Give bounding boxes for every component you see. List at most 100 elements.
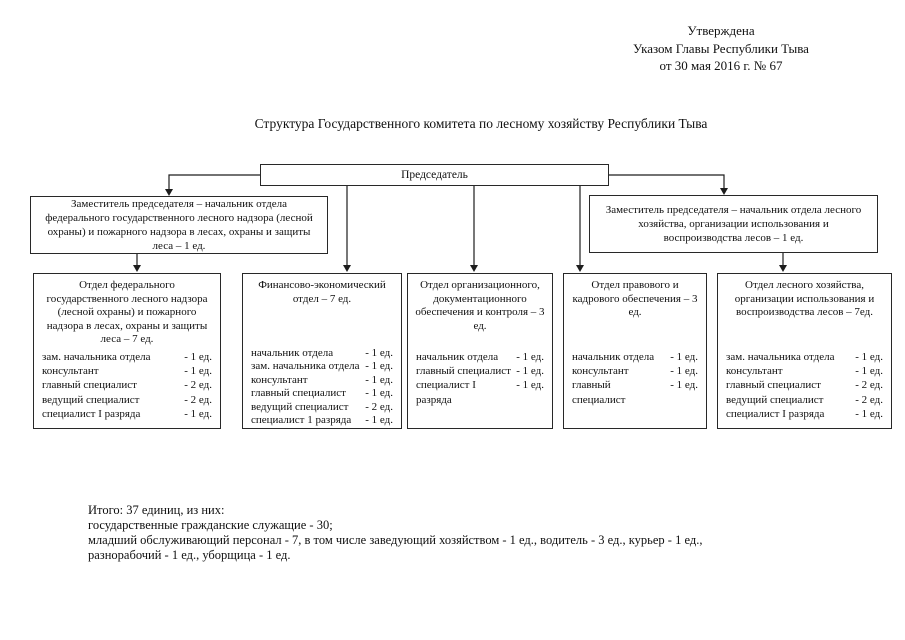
staff-count: - 1 ед. [184,407,212,420]
totals-line: младший обслуживающий персонал - 7, в то… [88,533,703,547]
staff-list: начальник отдела - 1 ед. консультант - 1… [572,350,698,407]
staff-row: специалист I разряда - 1 ед. [726,407,883,421]
dept-box-legal-hr: Отдел правового и кадрового обеспечения … [563,273,707,429]
staff-count: - 1 ед. [365,347,393,359]
arrowhead-icon [720,188,728,195]
staff-role: специалист I разряда [42,407,141,420]
chairman-label: Председатель [401,169,468,181]
staff-count: - 1 ед. [855,351,883,363]
arrowhead-icon [470,265,478,272]
staff-list: зам. начальника отдела - 1 ед. консульта… [42,350,212,421]
staff-count: - 1 ед. [670,351,698,363]
staff-role: специалист 1 разряда [251,414,352,427]
staff-role: зам. начальника отдела [726,351,835,363]
staff-row: специалист I разряда - 1 ед. [42,407,212,421]
approval-line: от 30 мая 2016 г. № 67 [659,58,783,73]
staff-count: - 1 ед. [670,365,698,378]
staff-count: - 1 ед. [184,351,212,363]
staff-row: зам. начальника отдела - 1 ед. [726,350,883,364]
staff-role: начальник отдела [572,351,655,363]
staff-role: ведущий специалист [42,393,140,406]
deputy-label: Заместитель председателя – начальник отд… [605,204,862,244]
approval-line: Указом Главы Республики Тыва [633,40,809,56]
staff-row: главный специалист - 1 ед. [251,387,393,400]
totals-block: Итого: 37 единиц, из них: государственны… [88,503,818,563]
approval-block: Утверждена Указом Главы Республики Тыва … [571,22,871,75]
staff-row: консультант - 1 ед. [726,364,883,378]
staff-row: консультант - 1 ед. [251,374,393,387]
staff-role: главный специалист [251,387,346,400]
staff-role: ведущий специалист [251,400,349,413]
staff-role: ведущий специалист [726,393,824,406]
dept-box-org-documentation-control: Отдел организационного, документационног… [407,273,553,429]
staff-count: - 2 ед. [855,379,883,392]
staff-row: специалист I разряда - 1 ед. [416,378,544,406]
dept-title: Финансово-экономический отдел – 7 ед. [258,279,386,305]
staff-row: ведущий специалист - 2 ед. [726,393,883,407]
staff-count: - 1 ед. [365,360,393,373]
staff-count: - 1 ед. [516,351,544,363]
chairman-box: Председатель [260,164,609,186]
staff-role: главный специалист [572,379,626,406]
dept-box-finance-economic: Финансово-экономический отдел – 7 ед. на… [242,273,402,429]
staff-role: главный специалист [416,365,511,378]
arrowhead-icon [576,265,584,272]
arrowhead-icon [343,265,351,272]
staff-row: главный специалист - 1 ед. [416,364,544,378]
staff-count: - 1 ед. [855,407,883,420]
deputy-box-forestry: Заместитель председателя – начальник отд… [589,195,878,253]
staff-row: начальник отдела - 1 ед. [416,350,544,364]
connector-chairman-to-left-deputy [168,174,260,189]
staff-row: зам. начальника отдела - 1 ед. [42,350,212,364]
staff-count: - 2 ед. [365,400,393,413]
staff-count: - 2 ед. [855,393,883,406]
staff-list: начальник отдела - 1 ед. главный специал… [416,350,544,407]
arrowhead-icon [165,189,173,196]
dept-box-federal-forest-oversight: Отдел федерального государственного лесн… [33,273,221,429]
staff-row: главный специалист - 2 ед. [42,378,212,392]
staff-count: - 1 ед. [855,365,883,378]
staff-row: консультант - 1 ед. [572,364,698,378]
staff-role: консультант [251,373,308,386]
staff-count: - 1 ед. [516,365,544,378]
staff-row: зам. начальника отдела - 1 ед. [251,360,393,373]
staff-role: начальник отдела [416,351,499,363]
staff-count: - 2 ед. [184,379,212,392]
approval-line: Утверждена [687,23,755,38]
staff-count: - 1 ед. [670,379,698,392]
staff-list: начальник отдела - 1 ед. зам. начальника… [251,347,393,427]
arrowhead-icon [133,265,141,272]
deputy-label: Заместитель председателя – начальник отд… [45,198,313,252]
arrowhead-icon [779,265,787,272]
staff-role: главный специалист [726,379,821,392]
staff-role: консультант [42,365,99,378]
dept-box-forestry-reproduction: Отдел лесного хозяйства, организации исп… [717,273,892,429]
totals-line: разнорабочий - 1 ед., уборщица - 1 ед. [88,548,291,562]
staff-role: начальник отдела [251,347,334,359]
dept-title: Отдел федерального государственного лесн… [46,279,208,345]
connector-chairman-to-right-deputy [609,174,725,188]
staff-count: - 1 ед. [516,379,544,392]
staff-count: - 1 ед. [365,387,393,400]
staff-row: главный специалист - 2 ед. [726,378,883,392]
staff-count: - 1 ед. [365,373,393,386]
totals-line: Итого: 37 единиц, из них: [88,503,225,517]
staff-role: специалист I разряда [726,407,825,420]
dept-title: Отдел лесного хозяйства, организации исп… [734,279,875,318]
staff-count: - 1 ед. [365,414,393,427]
staff-row: специалист 1 разряда - 1 ед. [251,414,393,427]
staff-role: главный специалист [42,379,137,392]
staff-list: зам. начальника отдела - 1 ед. консульта… [726,350,883,421]
deputy-box-federal-oversight: Заместитель председателя – начальник отд… [30,196,328,254]
dept-title: Отдел организационного, документационног… [415,279,545,332]
staff-count: - 2 ед. [184,393,212,406]
staff-row: начальник отдела - 1 ед. [251,347,393,360]
staff-row: начальник отдела - 1 ед. [572,350,698,364]
staff-row: консультант - 1 ед. [42,364,212,378]
staff-count: - 1 ед. [184,365,212,378]
staff-role: консультант [572,365,629,378]
staff-role: зам. начальника отдела [251,360,360,373]
staff-role: специалист I разряда [416,379,476,406]
staff-role: консультант [726,365,783,378]
staff-row: ведущий специалист - 2 ед. [251,401,393,414]
